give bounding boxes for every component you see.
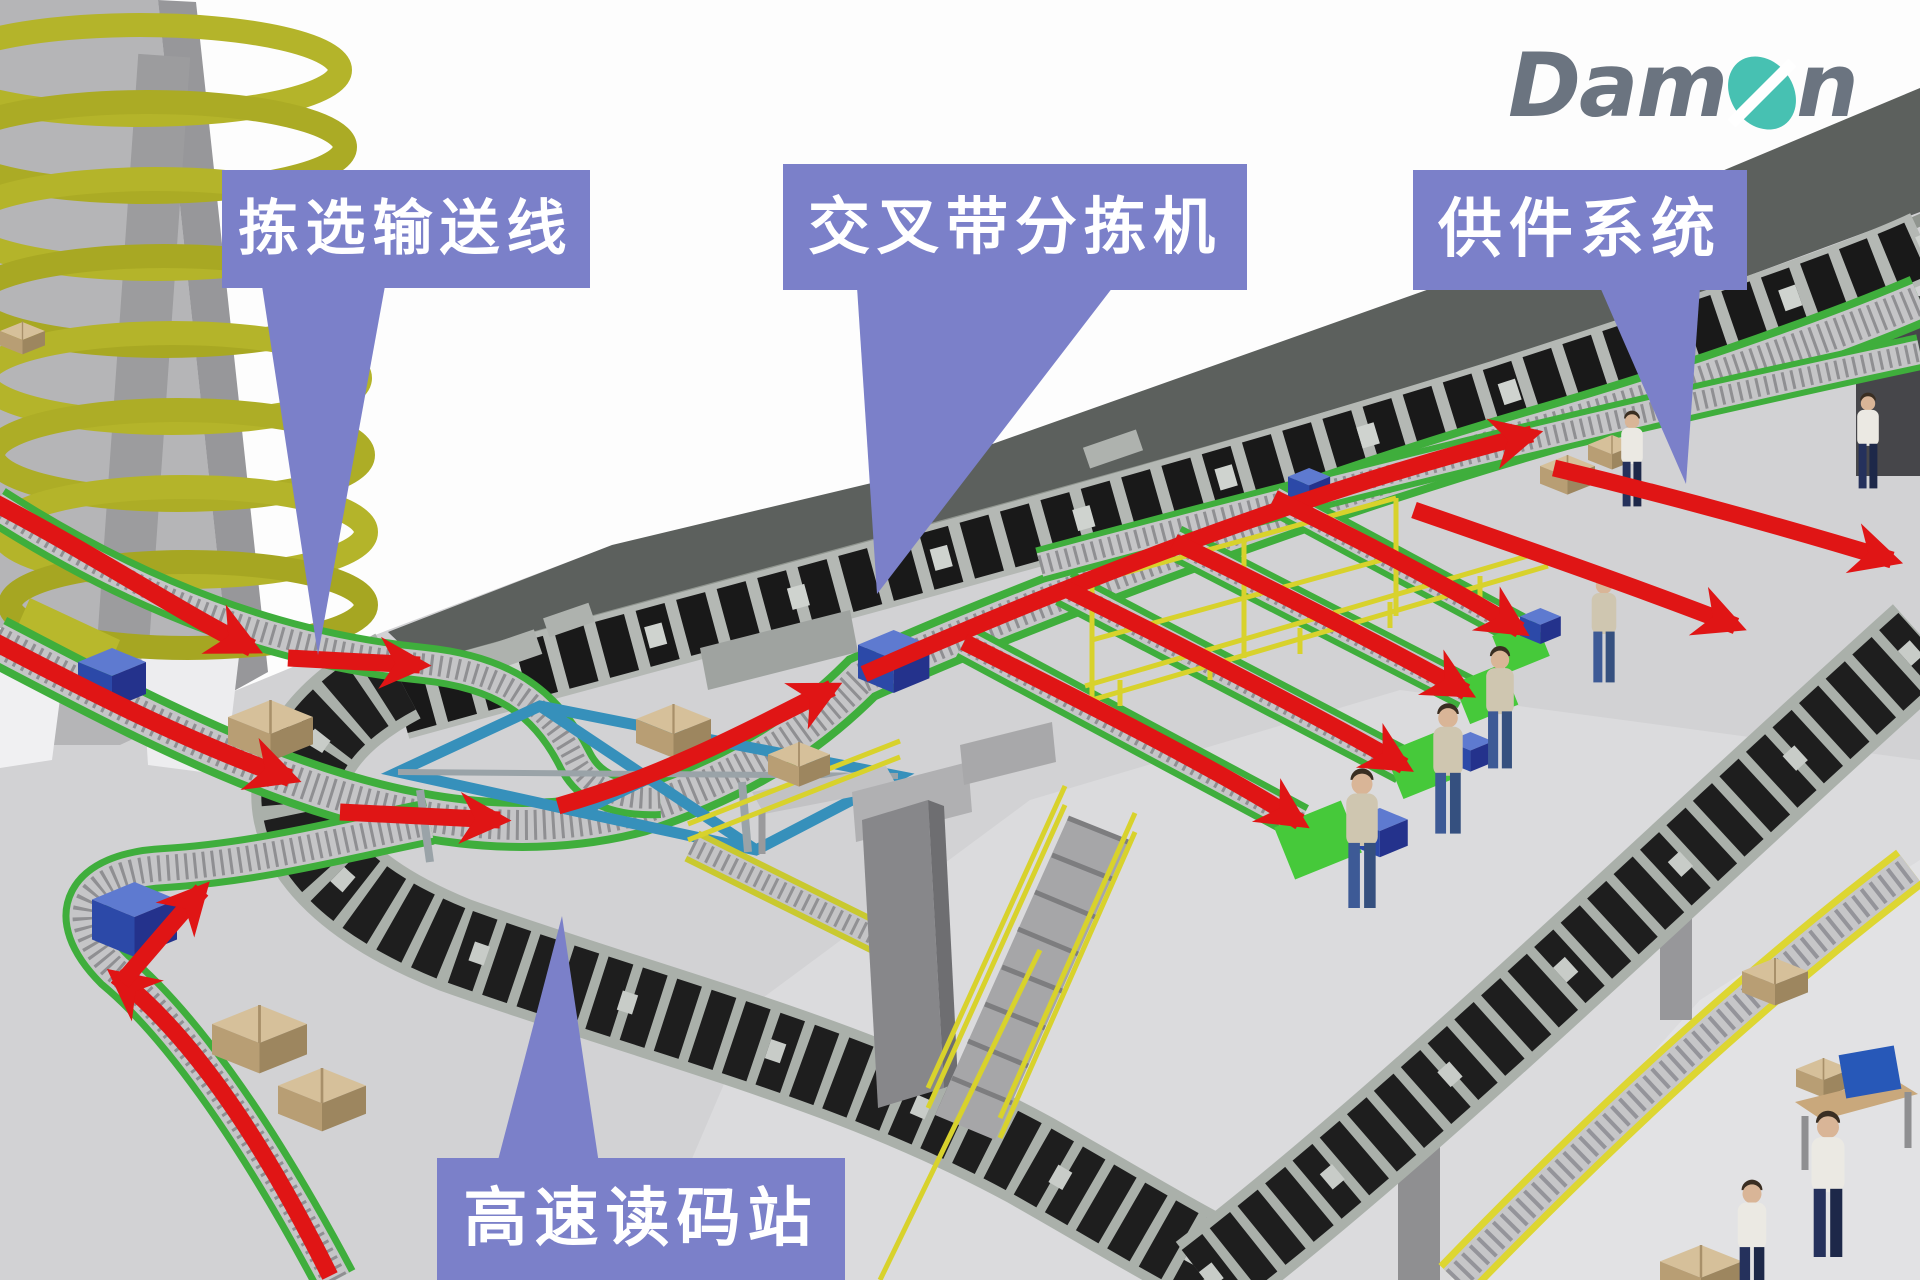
flow-arrow	[339, 792, 512, 844]
pointer-picking-line	[262, 286, 385, 655]
flow-arrows	[0, 418, 1904, 1280]
support-column	[862, 800, 958, 1108]
monitor	[1838, 1045, 1902, 1099]
staircase	[877, 784, 1138, 1280]
label-supply-system-text: 供件系统	[1438, 193, 1722, 267]
flow-arrow	[115, 881, 210, 988]
label-scan-station: 高速读码站	[437, 1158, 845, 1280]
logo-text-end: n	[1796, 34, 1859, 137]
label-picking-line: 拣选输送线	[222, 170, 590, 288]
stair-railing	[877, 784, 1138, 1280]
takeaway-conveyor	[1438, 849, 1920, 1280]
decline-conveyor	[684, 830, 886, 954]
damon-logo: Dam n	[1508, 34, 1918, 138]
pointer-scan-station	[497, 916, 599, 1164]
flow-arrow	[960, 634, 1310, 830]
flow-arrow	[0, 634, 302, 790]
label-supply-system: 供件系统	[1413, 170, 1747, 290]
pointer-supply-system	[1600, 287, 1700, 484]
logo-leaf-icon	[1727, 56, 1797, 130]
flow-arrow	[555, 680, 843, 815]
label-picking-line-text: 拣选输送线	[238, 194, 574, 264]
flow-arrow	[106, 968, 338, 1280]
packing-desk	[1795, 1045, 1918, 1170]
logo-text-start: Dam	[1508, 34, 1728, 137]
flow-arrow	[287, 636, 432, 689]
pointer-cross-belt-sorter	[857, 287, 1113, 594]
label-scan-station-text: 高速读码站	[463, 1182, 819, 1256]
label-cross-belt-sorter: 交叉带分拣机	[783, 164, 1247, 290]
flow-arrow	[1552, 459, 1904, 574]
cross-belt-sorter	[388, 88, 1920, 739]
flow-arrow	[1170, 534, 1477, 700]
label-cross-belt-sorter-text: 交叉带分拣机	[807, 190, 1222, 263]
flow-arrow	[0, 495, 263, 657]
flow-arrow	[1411, 501, 1747, 636]
mezzanine-railing	[687, 495, 1549, 843]
label-pointers	[262, 286, 1700, 1164]
flow-arrow	[1060, 580, 1414, 774]
flow-arrow	[1270, 490, 1530, 638]
